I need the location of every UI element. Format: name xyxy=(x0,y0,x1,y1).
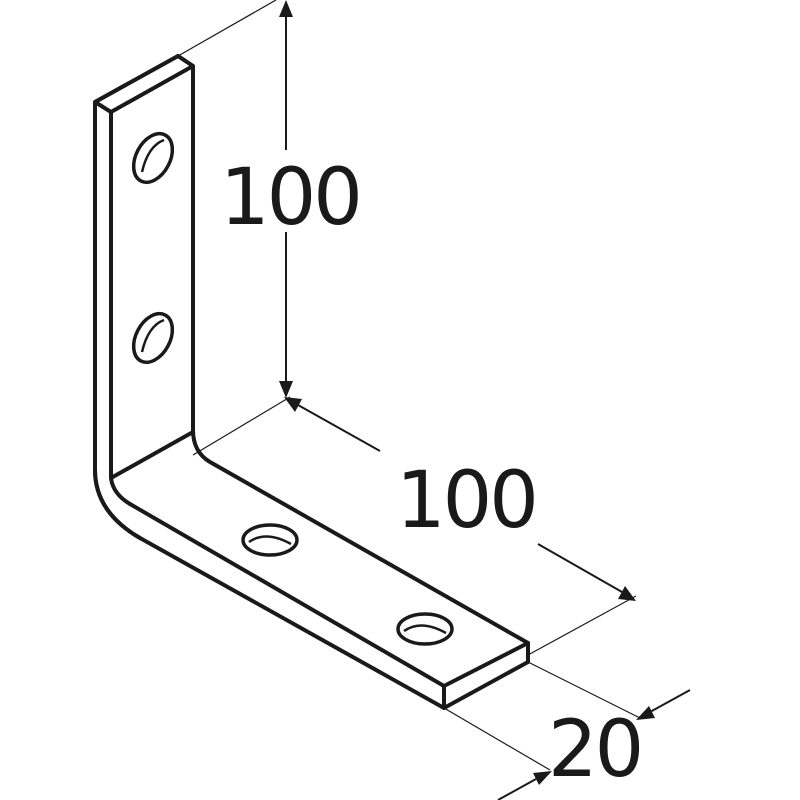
angle-bracket xyxy=(93,54,530,710)
dimension-label-horizontal: 100 xyxy=(396,456,536,546)
horizontal-leg-hole-inner xyxy=(241,523,299,557)
dimension-label-vertical: 100 xyxy=(220,153,360,243)
vertical-leg-hole-upper xyxy=(131,131,175,185)
dimension-label-width: 20 xyxy=(548,705,641,795)
arrow-left-icon xyxy=(636,706,655,720)
horizontal-leg-hole-outer xyxy=(396,612,454,646)
extension-lines xyxy=(177,0,641,771)
arrow-up-icon xyxy=(279,0,293,17)
vertical-leg-top-edge xyxy=(93,54,195,114)
dimension-width: 20 xyxy=(497,689,691,800)
arrow-downright-icon xyxy=(618,586,636,601)
dimension-vertical: 100 xyxy=(220,0,363,398)
vertical-leg-hole-lower xyxy=(131,311,175,365)
arrow-right-icon xyxy=(533,771,552,785)
arrow-down-icon xyxy=(279,381,293,398)
bend-outer-edge xyxy=(93,468,142,540)
arrow-upleft-icon xyxy=(284,397,302,412)
bend-inner-edge xyxy=(109,476,132,506)
dimension-horizontal: 100 xyxy=(284,397,636,601)
